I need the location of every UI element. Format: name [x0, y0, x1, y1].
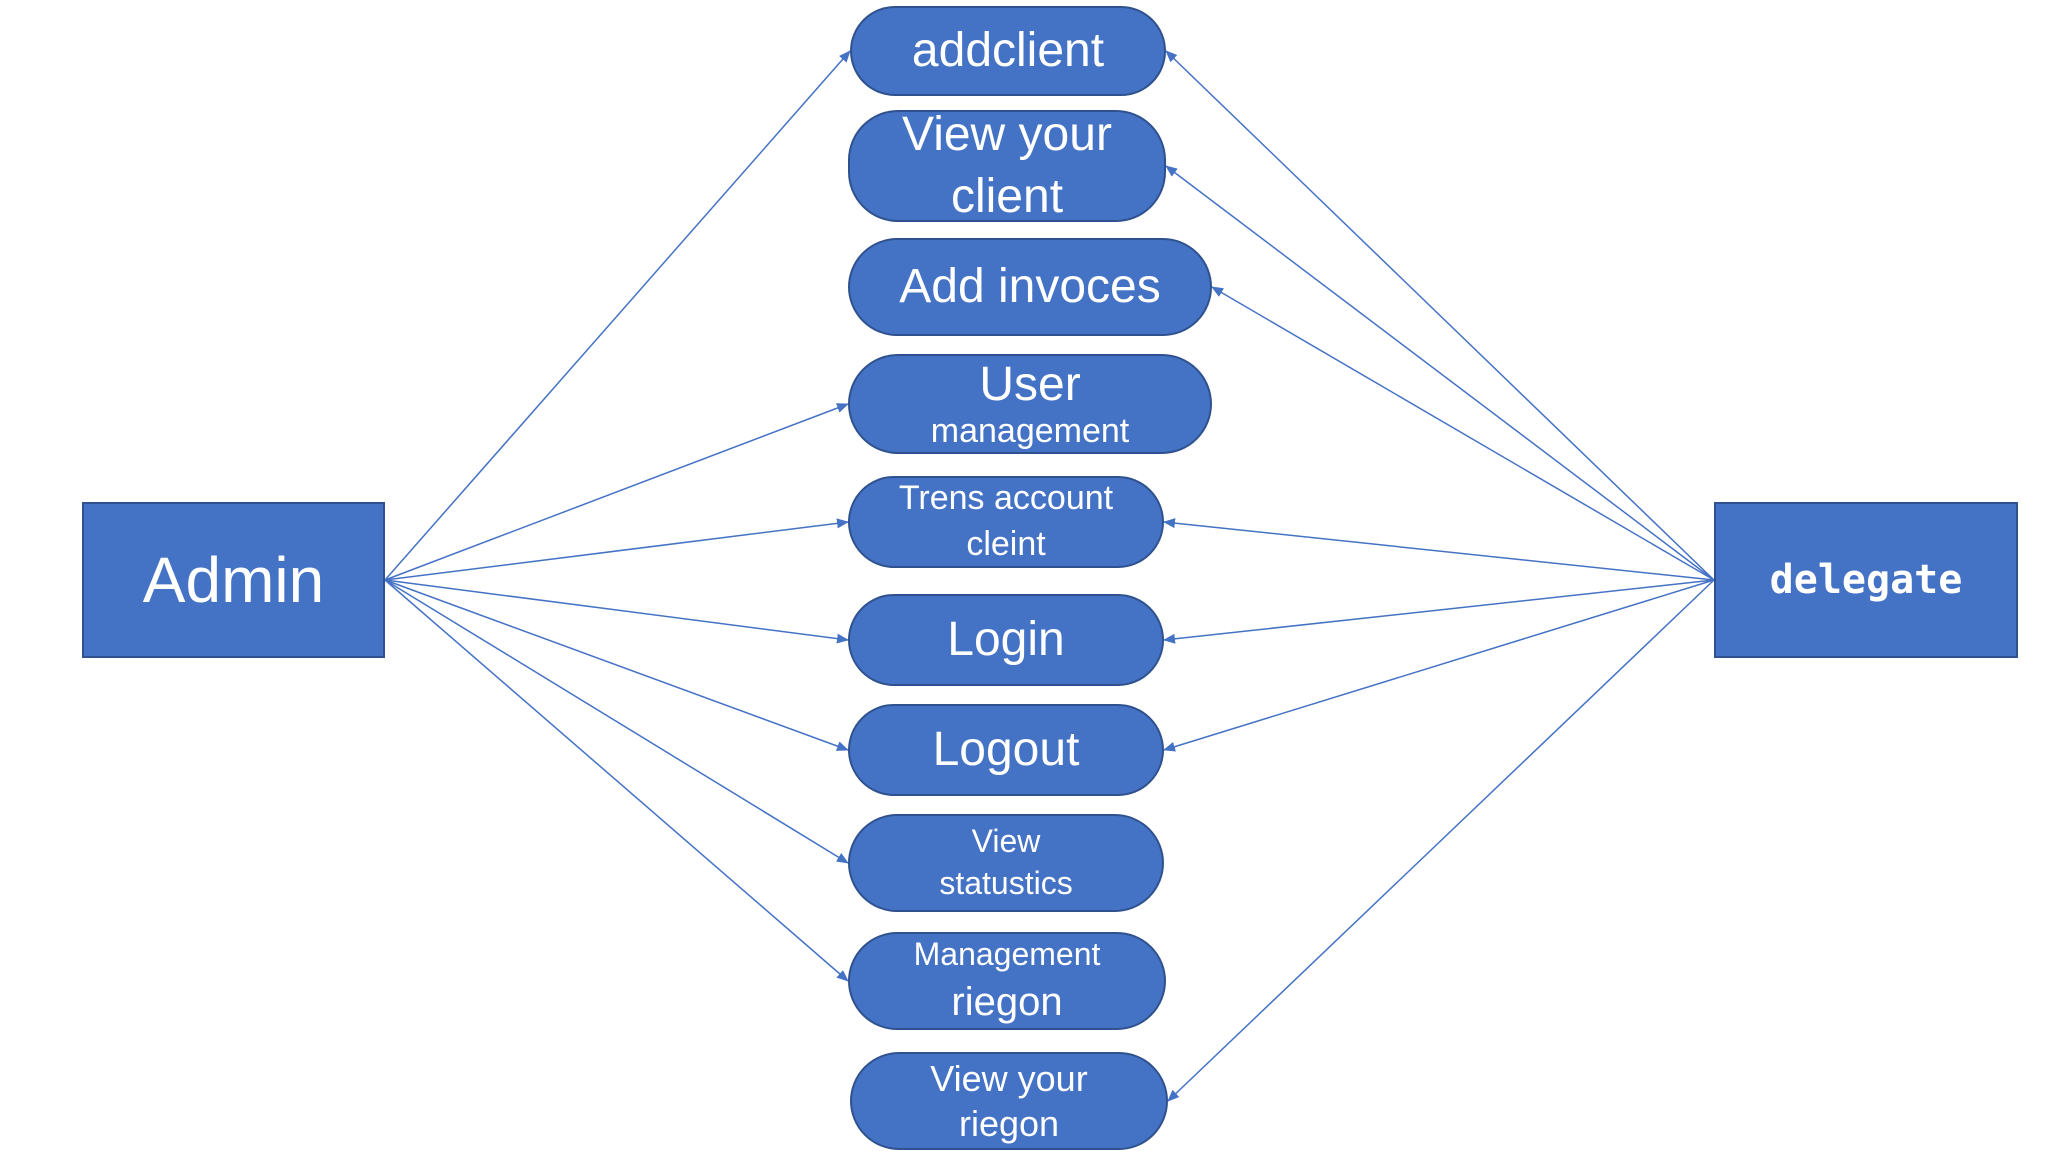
use-case-label: User: [979, 357, 1081, 411]
association-arrow-delegate-view-your-riegon: [1167, 579, 1715, 1102]
association-arrow-delegate-add-invoces: [1211, 286, 1715, 581]
actor-delegate-label: delegate: [1769, 557, 1963, 603]
use-case-label: riegon: [958, 1103, 1060, 1144]
use-case-user-management: User management: [848, 354, 1212, 454]
association-arrow-admin-logout: [384, 579, 849, 751]
use-case-label: Add invoces: [899, 260, 1161, 314]
use-case-label: View your: [930, 1058, 1088, 1099]
use-case-add-invoces: Add invoces: [848, 238, 1212, 336]
actor-admin-label: Admin: [142, 544, 325, 616]
association-arrow-delegate-login: [1163, 579, 1715, 644]
actor-admin: Admin: [82, 502, 385, 658]
use-case-label: client: [950, 170, 1064, 223]
use-case-label: Login: [947, 613, 1065, 667]
use-case-addclient: addclient: [850, 6, 1166, 96]
use-case-trens-account: Trens account cleint: [848, 476, 1164, 568]
association-arrow-admin-trens-account: [384, 518, 849, 581]
association-arrow-delegate-logout: [1163, 579, 1715, 752]
association-arrow-admin-user-management: [384, 403, 849, 581]
association-arrow-admin-view-statustics: [384, 579, 849, 864]
use-case-login: Login: [848, 594, 1164, 686]
use-case-label: cleint: [966, 525, 1046, 563]
use-case-label: statustics: [939, 865, 1073, 901]
use-case-view-your-riegon: View your riegon: [850, 1052, 1168, 1150]
use-case-label: Logout: [932, 723, 1080, 777]
use-case-view-your-client: View your client: [848, 108, 1166, 223]
use-case-label: Management: [913, 936, 1101, 973]
association-arrow-delegate-trens-account: [1163, 518, 1715, 581]
use-case-label: Trens account: [898, 479, 1114, 518]
use-case-management-riegon: Management riegon: [848, 932, 1166, 1030]
actor-delegate: delegate: [1714, 502, 2018, 658]
use-case-view-statustics: View statustics: [848, 814, 1164, 912]
association-arrow-admin-login: [384, 579, 849, 644]
association-arrow-delegate-view-your-client: [1165, 165, 1715, 581]
use-case-logout: Logout: [848, 704, 1164, 796]
association-arrow-delegate-addclient: [1165, 50, 1715, 581]
use-case-label: View your: [902, 107, 1112, 161]
association-arrow-admin-management-riegon: [384, 579, 849, 982]
use-case-label: View: [971, 823, 1041, 860]
use-case-label: management: [930, 412, 1130, 451]
association-arrow-admin-addclient: [384, 50, 851, 581]
use-case-label: riegon: [951, 979, 1063, 1024]
use-case-label: addclient: [911, 24, 1105, 78]
